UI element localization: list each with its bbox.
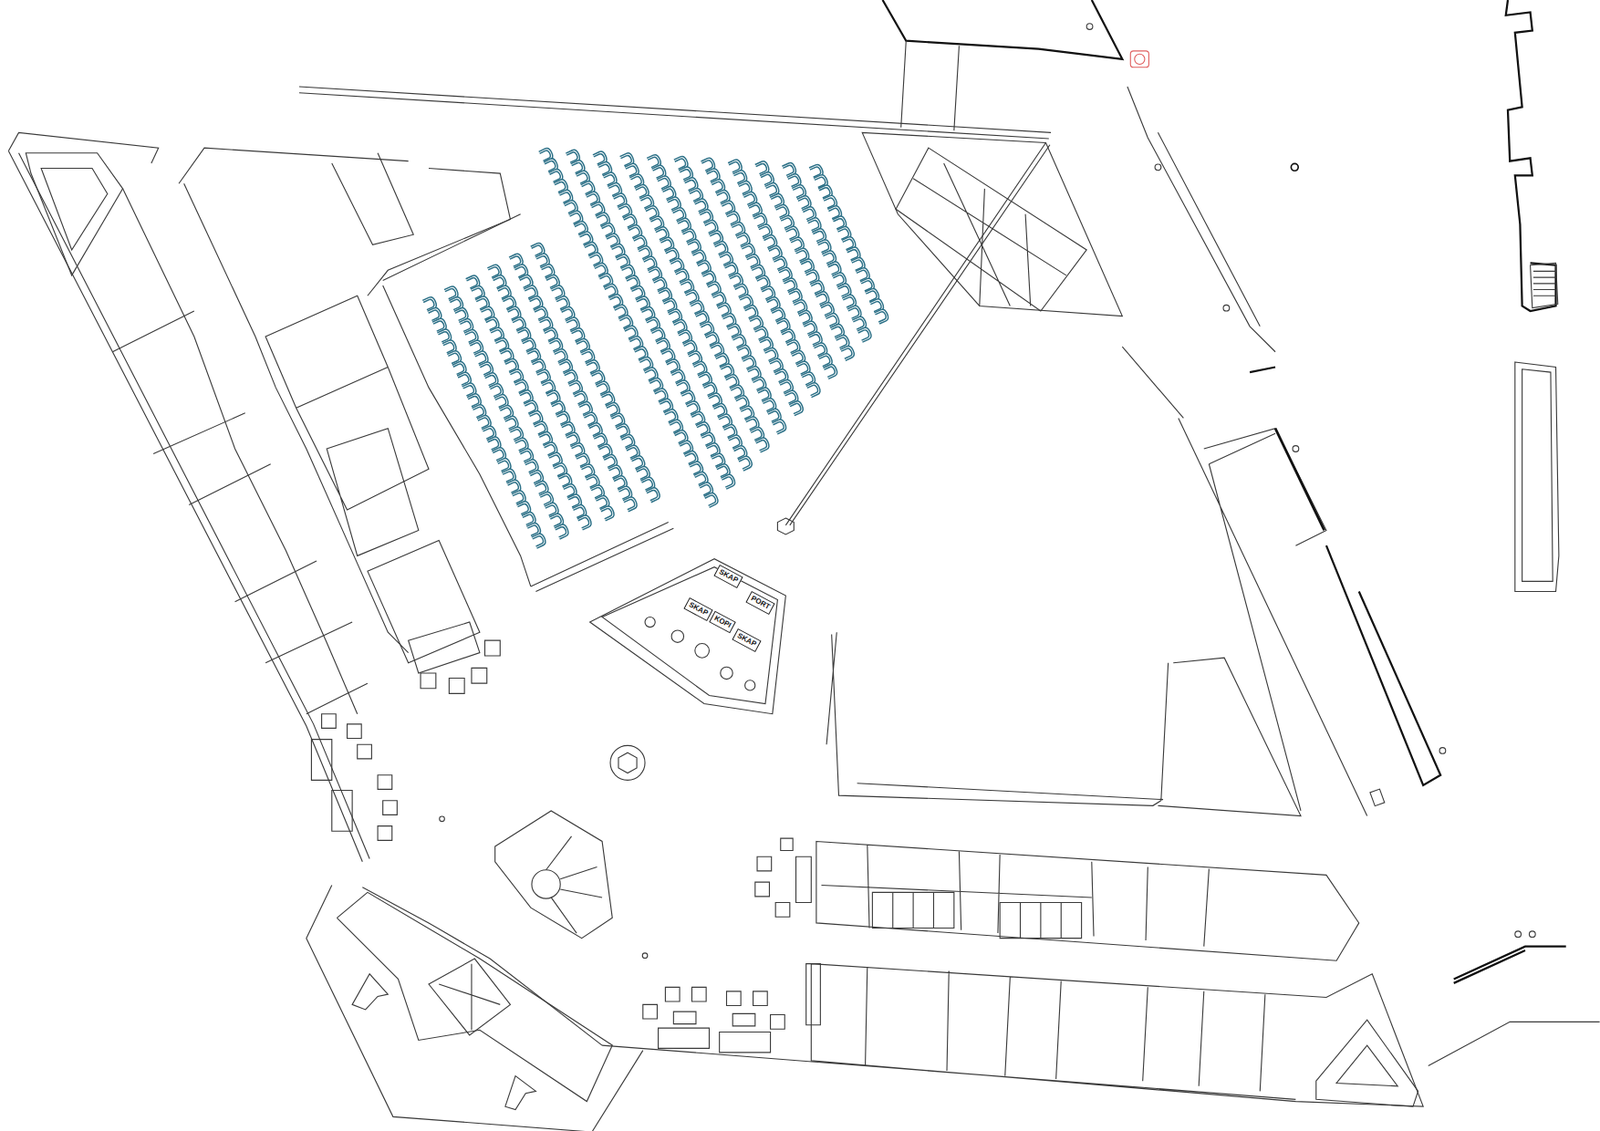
seat — [857, 326, 873, 343]
marker — [1439, 748, 1446, 755]
column — [610, 745, 645, 780]
stair — [1530, 262, 1559, 308]
seat — [771, 417, 788, 434]
column — [644, 616, 655, 627]
cabinet-box: SKAP — [683, 597, 713, 622]
room-label: SKAP — [686, 601, 708, 618]
wall — [901, 41, 960, 131]
stair-core — [428, 958, 510, 1036]
wall — [123, 147, 409, 715]
wall — [408, 622, 480, 674]
seat — [806, 381, 822, 397]
tag — [1130, 51, 1149, 68]
column — [1370, 789, 1385, 807]
seat — [789, 399, 805, 416]
wall — [8, 132, 370, 862]
wall — [1326, 545, 1441, 786]
wall — [1178, 417, 1368, 816]
stair — [495, 810, 613, 939]
seat — [623, 495, 639, 511]
cabinet-box: SKAP — [713, 564, 743, 589]
column — [1290, 163, 1299, 171]
column — [720, 666, 733, 679]
column — [618, 752, 637, 773]
wall — [299, 86, 1051, 139]
room-label: SKAP — [716, 568, 738, 585]
seat — [554, 523, 571, 540]
room-label: KOPI — [712, 614, 732, 630]
seat — [823, 363, 840, 379]
wall — [883, 0, 1123, 60]
stair — [546, 836, 603, 934]
seat — [645, 486, 662, 502]
seat — [755, 436, 771, 453]
room — [590, 559, 787, 715]
seating — [422, 146, 890, 549]
cabinet-box: PORT — [745, 591, 775, 615]
wall — [1506, 0, 1557, 312]
wall — [872, 892, 1081, 938]
seat — [577, 514, 593, 530]
marker — [439, 816, 446, 822]
cabinet-box: SKAP — [731, 628, 761, 653]
wall — [383, 214, 675, 593]
arrow — [352, 974, 536, 1111]
wall — [1515, 362, 1559, 593]
stage — [862, 132, 1123, 316]
marker — [1223, 304, 1230, 312]
seat — [531, 532, 548, 549]
seat — [874, 308, 891, 324]
seat — [840, 344, 856, 361]
column — [671, 630, 684, 643]
wall — [306, 885, 644, 1131]
marker — [1528, 931, 1536, 938]
seat — [720, 473, 737, 489]
column — [695, 644, 710, 659]
stair-core — [25, 153, 123, 276]
wall — [332, 153, 511, 297]
column — [777, 518, 794, 535]
stage-panels — [895, 147, 1087, 312]
room-label: SKAP — [735, 632, 757, 649]
cabinet-box: KOPI — [708, 611, 737, 634]
marker — [1515, 931, 1522, 938]
tag — [1134, 53, 1145, 64]
wall — [1428, 1021, 1600, 1066]
furniture — [311, 640, 500, 841]
room-label: PORT — [748, 594, 770, 612]
marker — [1292, 446, 1299, 453]
wall — [1275, 428, 1325, 531]
wall — [265, 295, 480, 664]
marker — [1086, 23, 1093, 31]
wall — [336, 892, 613, 1102]
stair — [531, 870, 561, 899]
wall — [816, 841, 1360, 961]
marker — [642, 953, 648, 959]
seat — [737, 455, 754, 471]
stair-core — [1316, 1019, 1419, 1107]
wall — [1249, 367, 1276, 374]
marker — [1154, 164, 1162, 171]
wall — [602, 964, 1424, 1108]
wall — [112, 311, 368, 715]
wall — [1454, 946, 1567, 984]
seat — [600, 505, 616, 521]
column — [745, 680, 756, 691]
wall — [1122, 86, 1327, 546]
seat — [704, 491, 720, 508]
wall — [826, 632, 1301, 816]
furniture — [643, 838, 821, 1053]
